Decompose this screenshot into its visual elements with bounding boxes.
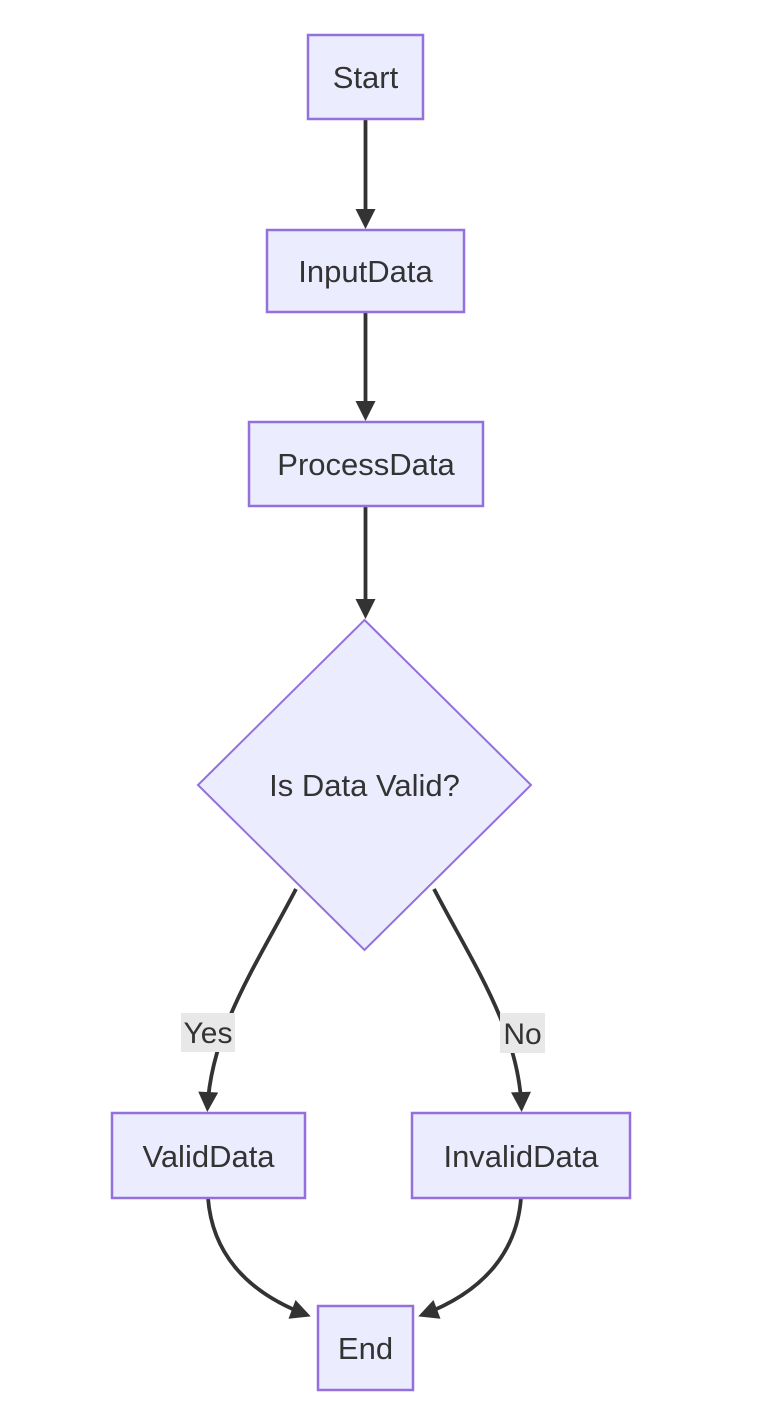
edge-label-yes: Yes [181,1013,235,1052]
edge-invaliddata-end [418,1197,523,1319]
node-inputdata: InputData [265,228,466,314]
edge-decision-validdata [198,888,298,1112]
node-decision-label: Is Data Valid? [269,768,460,803]
node-end: End [316,1304,415,1392]
node-decision: Is Data Valid? [196,618,533,952]
node-start-shape [306,33,425,121]
node-inputdata-shape [265,228,466,314]
node-end-label: End [338,1331,393,1366]
edge-label-yes-bg [181,1013,235,1052]
node-processdata-label: ProcessData [277,447,455,482]
node-processdata: ProcessData [247,420,485,508]
node-validdata: ValidData [110,1111,307,1200]
node-inputdata-label: InputData [298,254,433,289]
edge-label-no-text: No [503,1018,541,1051]
node-invaliddata-label: InvalidData [443,1139,599,1174]
edge-label-no: No [500,1013,545,1053]
node-processdata-shape [247,420,485,508]
node-start-label: Start [333,60,399,95]
edge-decision-invaliddata [432,888,531,1112]
node-validdata-label: ValidData [142,1139,275,1174]
edge-layer [198,119,531,1319]
node-invaliddata-shape [410,1111,632,1200]
edge-validdata-end [206,1197,311,1319]
node-decision-shape [196,618,533,952]
node-end-shape [316,1304,415,1392]
edge-label-yes-text: Yes [184,1017,233,1050]
node-validdata-shape [110,1111,307,1200]
node-invaliddata: InvalidData [410,1111,632,1200]
edge-label-no-bg [500,1013,545,1053]
node-start: Start [306,33,425,121]
